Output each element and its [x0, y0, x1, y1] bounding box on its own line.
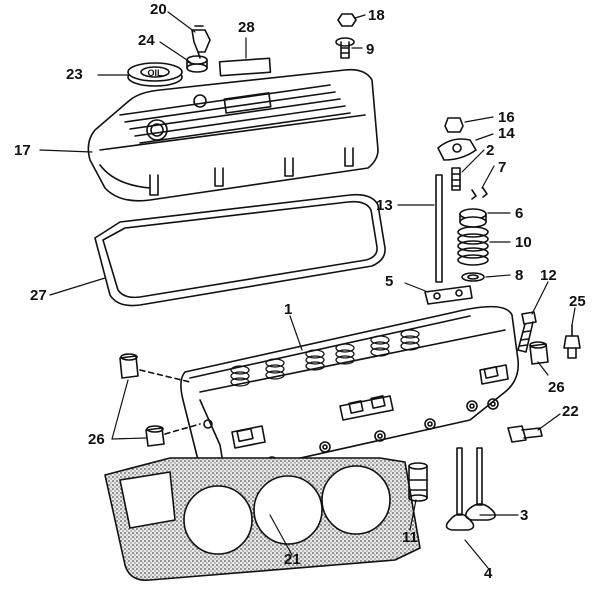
nut [337, 13, 357, 27]
callout-26-right: 26 [548, 379, 565, 396]
callout-8: 8 [515, 267, 524, 284]
callout-12: 12 [540, 267, 557, 284]
callout-13: 13 [376, 197, 393, 214]
spring-shim [461, 272, 485, 282]
pushrod [435, 174, 443, 283]
plug-guide-line [139, 369, 191, 383]
expansion-plug-lower [145, 425, 165, 447]
intake-valve [464, 447, 496, 521]
callout-25: 25 [569, 293, 586, 310]
callout-17: 17 [14, 142, 31, 159]
callout-1: 1 [284, 301, 293, 318]
callout-14: 14 [498, 125, 515, 142]
callout-4: 4 [484, 565, 493, 582]
exhaust-valve [445, 447, 475, 531]
valve-cover [87, 68, 379, 202]
callout-3: 3 [520, 507, 529, 524]
rocker-arm [437, 138, 477, 161]
rocker-stud [451, 167, 461, 191]
callout-27: 27 [30, 287, 47, 304]
sender-22 [507, 425, 543, 443]
valve-cover-gasket [94, 193, 386, 307]
callout-11: 11 [402, 529, 418, 546]
temperature-sender [563, 324, 581, 359]
rocker-nut [444, 117, 464, 133]
callout-9: 9 [366, 41, 375, 58]
callout-7: 7 [498, 159, 507, 176]
callout-21: 21 [284, 551, 301, 568]
valve-spring [457, 226, 489, 266]
plug-right [529, 341, 549, 365]
callout-20: 20 [150, 1, 167, 18]
callout-23: 23 [66, 66, 83, 83]
leader-lines [39, 11, 576, 569]
oil-filler-cap [127, 62, 183, 87]
callout-16: 16 [498, 109, 515, 126]
callout-5: 5 [385, 273, 394, 290]
callout-18: 18 [368, 7, 385, 24]
head-gasket [104, 457, 421, 582]
callout-22: 22 [562, 403, 579, 420]
callout-6: 6 [515, 205, 524, 222]
pushrod-guide-plate [424, 285, 473, 305]
expansion-plug-upper [119, 353, 139, 379]
valve-locks [471, 187, 488, 200]
stud [335, 37, 355, 59]
callout-2: 2 [486, 142, 495, 159]
callout-28: 28 [238, 19, 255, 36]
head-bolt [517, 311, 537, 353]
callout-24: 24 [138, 32, 155, 49]
cylinder-head [180, 305, 520, 477]
oil-cap-label: OIL [148, 68, 164, 78]
pcv-valve [191, 25, 211, 59]
grommet [186, 55, 208, 73]
lifter [408, 462, 428, 502]
decal [218, 57, 272, 77]
callout-26-left: 26 [88, 431, 105, 448]
callout-10: 10 [515, 234, 532, 251]
spring-retainer [459, 208, 487, 228]
